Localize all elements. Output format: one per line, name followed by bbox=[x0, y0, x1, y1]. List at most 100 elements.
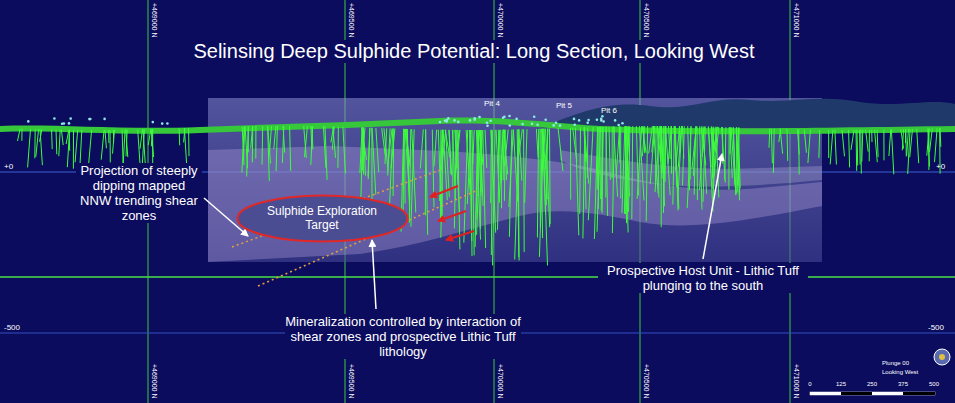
drillhole-trace bbox=[625, 126, 628, 232]
drillhole-trace bbox=[255, 126, 256, 158]
grid-coordinate: +470500 N bbox=[643, 364, 650, 398]
drillhole-trace bbox=[616, 126, 620, 175]
drillhole-trace bbox=[61, 130, 63, 145]
drillhole-trace bbox=[18, 129, 21, 141]
drill-collar bbox=[559, 124, 562, 127]
drillhole-trace bbox=[331, 127, 334, 143]
drill-collar bbox=[103, 118, 106, 121]
drillhole-trace bbox=[697, 126, 698, 200]
drillhole-trace bbox=[889, 130, 891, 157]
drill-collar bbox=[489, 120, 492, 123]
drillhole-trace bbox=[690, 126, 692, 179]
leader-line bbox=[703, 154, 722, 259]
drill-collar bbox=[509, 124, 512, 127]
drillhole-trace bbox=[445, 130, 450, 158]
drill-collar bbox=[486, 124, 489, 127]
drillhole-trace bbox=[282, 126, 283, 163]
elevation-label: +0 bbox=[4, 162, 13, 171]
drill-collar bbox=[486, 121, 489, 124]
drillhole-trace bbox=[688, 126, 690, 190]
ellipse-shape bbox=[237, 195, 407, 241]
drillhole-trace bbox=[646, 126, 647, 221]
drillhole-trace bbox=[637, 126, 642, 199]
drillhole-trace bbox=[835, 130, 837, 165]
drillhole-trace bbox=[541, 129, 543, 238]
drill-collar bbox=[578, 119, 581, 122]
plunge-arrow bbox=[446, 231, 474, 240]
drillhole-trace bbox=[536, 129, 538, 158]
drillhole-trace bbox=[927, 128, 929, 155]
drillhole-trace bbox=[337, 127, 339, 168]
drill-collar bbox=[533, 116, 536, 119]
drillhole-trace bbox=[500, 130, 502, 209]
drillhole-trace bbox=[108, 130, 109, 143]
drillhole-trace bbox=[483, 130, 486, 248]
drillhole-trace bbox=[464, 130, 468, 243]
drillhole-trace bbox=[540, 129, 541, 228]
drill-collar bbox=[515, 118, 518, 121]
drillhole-trace bbox=[184, 128, 185, 142]
drillhole-trace bbox=[602, 127, 603, 213]
grid-coordinate: +469500 N bbox=[348, 3, 355, 37]
scale-bar bbox=[903, 392, 935, 395]
drillhole-trace bbox=[877, 130, 878, 157]
drill-collar bbox=[531, 123, 534, 126]
plunge-arrow bbox=[430, 186, 458, 197]
drillhole-trace bbox=[361, 128, 363, 207]
drillhole-trace bbox=[546, 129, 548, 161]
drill-collar bbox=[573, 124, 576, 127]
drillhole-trace bbox=[471, 130, 472, 256]
callout-text: Prospective Host Unit - Lithic Tuff plun… bbox=[598, 263, 808, 293]
drillhole-trace bbox=[787, 129, 789, 161]
drill-collar bbox=[69, 117, 72, 120]
drillhole-trace bbox=[851, 130, 854, 150]
grid-coordinate: +471000 N bbox=[793, 364, 800, 398]
drillhole-trace bbox=[110, 130, 111, 163]
drillhole-trace bbox=[368, 128, 370, 177]
drillhole-trace bbox=[683, 126, 685, 185]
scale-number: 375 bbox=[898, 381, 908, 387]
callout-text: Projection of steeply dipping mapped NNW… bbox=[76, 163, 202, 223]
drillhole-trace bbox=[588, 127, 593, 220]
drillhole-trace bbox=[620, 126, 621, 198]
drillhole-trace bbox=[270, 126, 272, 153]
drillhole-trace bbox=[862, 130, 863, 162]
drillhole-trace bbox=[871, 130, 872, 142]
drillhole-trace bbox=[907, 129, 909, 155]
grid-coordinate: +469000 N bbox=[151, 3, 158, 37]
drillhole-trace bbox=[674, 126, 679, 209]
orientation-compass bbox=[939, 354, 945, 360]
drillhole-trace bbox=[830, 130, 833, 164]
drill-collar bbox=[586, 122, 589, 125]
pit-label: Pit 4 bbox=[484, 99, 500, 108]
drillhole-trace bbox=[476, 130, 479, 220]
drillhole-trace bbox=[661, 126, 663, 174]
drill-collar bbox=[61, 123, 64, 126]
drillhole-trace bbox=[476, 130, 480, 240]
drillhole-trace bbox=[584, 127, 586, 209]
leader-line bbox=[372, 240, 376, 309]
drillhole-trace bbox=[274, 126, 276, 149]
drillhole-trace bbox=[687, 126, 691, 208]
drillhole-trace bbox=[669, 126, 671, 159]
drillhole-trace bbox=[612, 127, 613, 179]
drill-collar bbox=[439, 121, 442, 124]
drillhole-trace bbox=[28, 129, 31, 167]
drillhole-trace bbox=[148, 129, 151, 145]
drillhole-trace bbox=[376, 128, 379, 172]
drillhole-trace bbox=[442, 130, 443, 216]
drillhole-trace bbox=[703, 127, 707, 194]
drillhole-trace bbox=[736, 127, 739, 200]
drillhole-traces bbox=[18, 115, 941, 266]
grid-coordinate: +470500 N bbox=[643, 3, 650, 37]
drillhole-trace bbox=[363, 128, 364, 175]
drillhole-trace bbox=[449, 130, 451, 174]
drill-collar bbox=[555, 121, 558, 124]
drillhole-trace bbox=[126, 130, 127, 157]
drillhole-trace bbox=[631, 126, 633, 219]
drillhole-trace bbox=[875, 130, 878, 162]
drillhole-trace bbox=[485, 130, 487, 168]
drillhole-trace bbox=[252, 126, 254, 162]
